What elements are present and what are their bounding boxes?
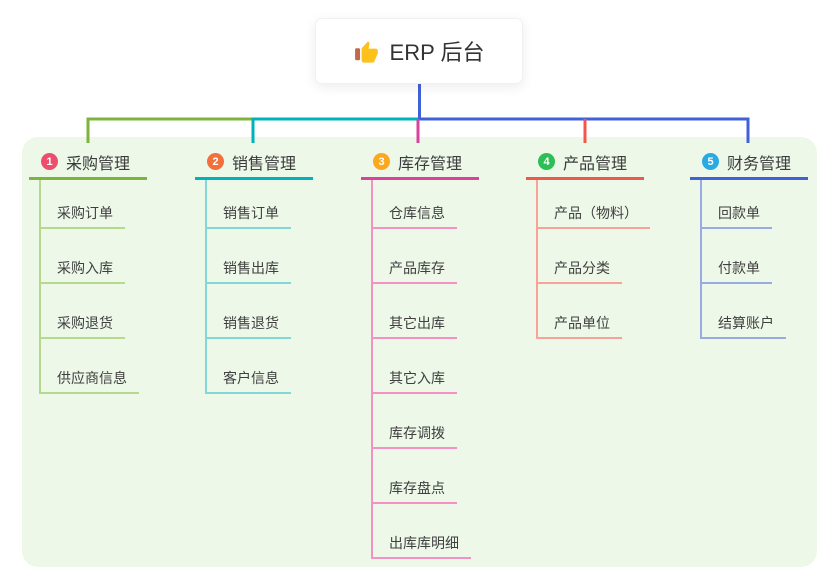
branch-children: 仓库信息产品库存其它出库其它入库库存调拨库存盘点出库库明细 <box>371 180 471 559</box>
branch-node[interactable]: 2 销售管理 <box>195 146 313 180</box>
child-node[interactable]: 回款单 <box>702 180 772 229</box>
child-node[interactable]: 销售订单 <box>207 180 291 229</box>
branches-panel <box>22 137 817 567</box>
child-node[interactable]: 结算账户 <box>702 284 786 339</box>
branch-label: 库存管理 <box>398 155 463 173</box>
child-node[interactable]: 出库库明细 <box>373 504 471 559</box>
child-node[interactable]: 其它入库 <box>373 339 457 394</box>
child-node[interactable]: 销售退货 <box>207 284 291 339</box>
child-node[interactable]: 库存盘点 <box>373 449 457 504</box>
branch-children: 回款单付款单结算账户 <box>700 180 786 339</box>
branch-children: 采购订单采购入库采购退货供应商信息 <box>39 180 139 394</box>
branch-children: 销售订单销售出库销售退货客户信息 <box>205 180 291 394</box>
branch-4: 4 产品管理产品（物料）产品分类产品单位 <box>526 146 650 339</box>
child-node[interactable]: 采购退货 <box>41 284 125 339</box>
root-label: ERP 后台 <box>389 40 485 65</box>
branch-5: 5 财务管理回款单付款单结算账户 <box>690 146 808 339</box>
root-node[interactable]: ERP 后台 <box>315 18 523 84</box>
branch-number-badge: 2 <box>207 153 224 170</box>
child-node[interactable]: 仓库信息 <box>373 180 457 229</box>
child-node[interactable]: 供应商信息 <box>41 339 139 394</box>
child-node[interactable]: 库存调拨 <box>373 394 457 449</box>
child-node[interactable]: 客户信息 <box>207 339 291 394</box>
child-node[interactable]: 产品分类 <box>538 229 622 284</box>
branch-3: 3 库存管理仓库信息产品库存其它出库其它入库库存调拨库存盘点出库库明细 <box>361 146 479 559</box>
child-node[interactable]: 产品单位 <box>538 284 622 339</box>
child-node[interactable]: 付款单 <box>702 229 772 284</box>
branch-node[interactable]: 4 产品管理 <box>526 146 644 180</box>
branch-node[interactable]: 3 库存管理 <box>361 146 479 180</box>
branch-number-badge: 4 <box>538 153 555 170</box>
branch-number-badge: 5 <box>702 153 719 170</box>
child-node[interactable]: 其它出库 <box>373 284 457 339</box>
branch-label: 产品管理 <box>563 155 628 173</box>
thumbs-up-icon <box>354 38 380 64</box>
branch-label: 采购管理 <box>66 155 131 173</box>
branch-label: 销售管理 <box>232 155 297 173</box>
branch-number-badge: 1 <box>41 153 58 170</box>
child-node[interactable]: 产品库存 <box>373 229 457 284</box>
branch-children: 产品（物料）产品分类产品单位 <box>536 180 650 339</box>
child-node[interactable]: 销售出库 <box>207 229 291 284</box>
branch-2: 2 销售管理销售订单销售出库销售退货客户信息 <box>195 146 313 394</box>
child-node[interactable]: 采购入库 <box>41 229 125 284</box>
branch-node[interactable]: 1 采购管理 <box>29 146 147 180</box>
child-node[interactable]: 采购订单 <box>41 180 125 229</box>
child-node[interactable]: 产品（物料） <box>538 180 650 229</box>
branch-label: 财务管理 <box>727 155 792 173</box>
branch-node[interactable]: 5 财务管理 <box>690 146 808 180</box>
branch-1: 1 采购管理采购订单采购入库采购退货供应商信息 <box>29 146 147 394</box>
branch-number-badge: 3 <box>373 153 390 170</box>
